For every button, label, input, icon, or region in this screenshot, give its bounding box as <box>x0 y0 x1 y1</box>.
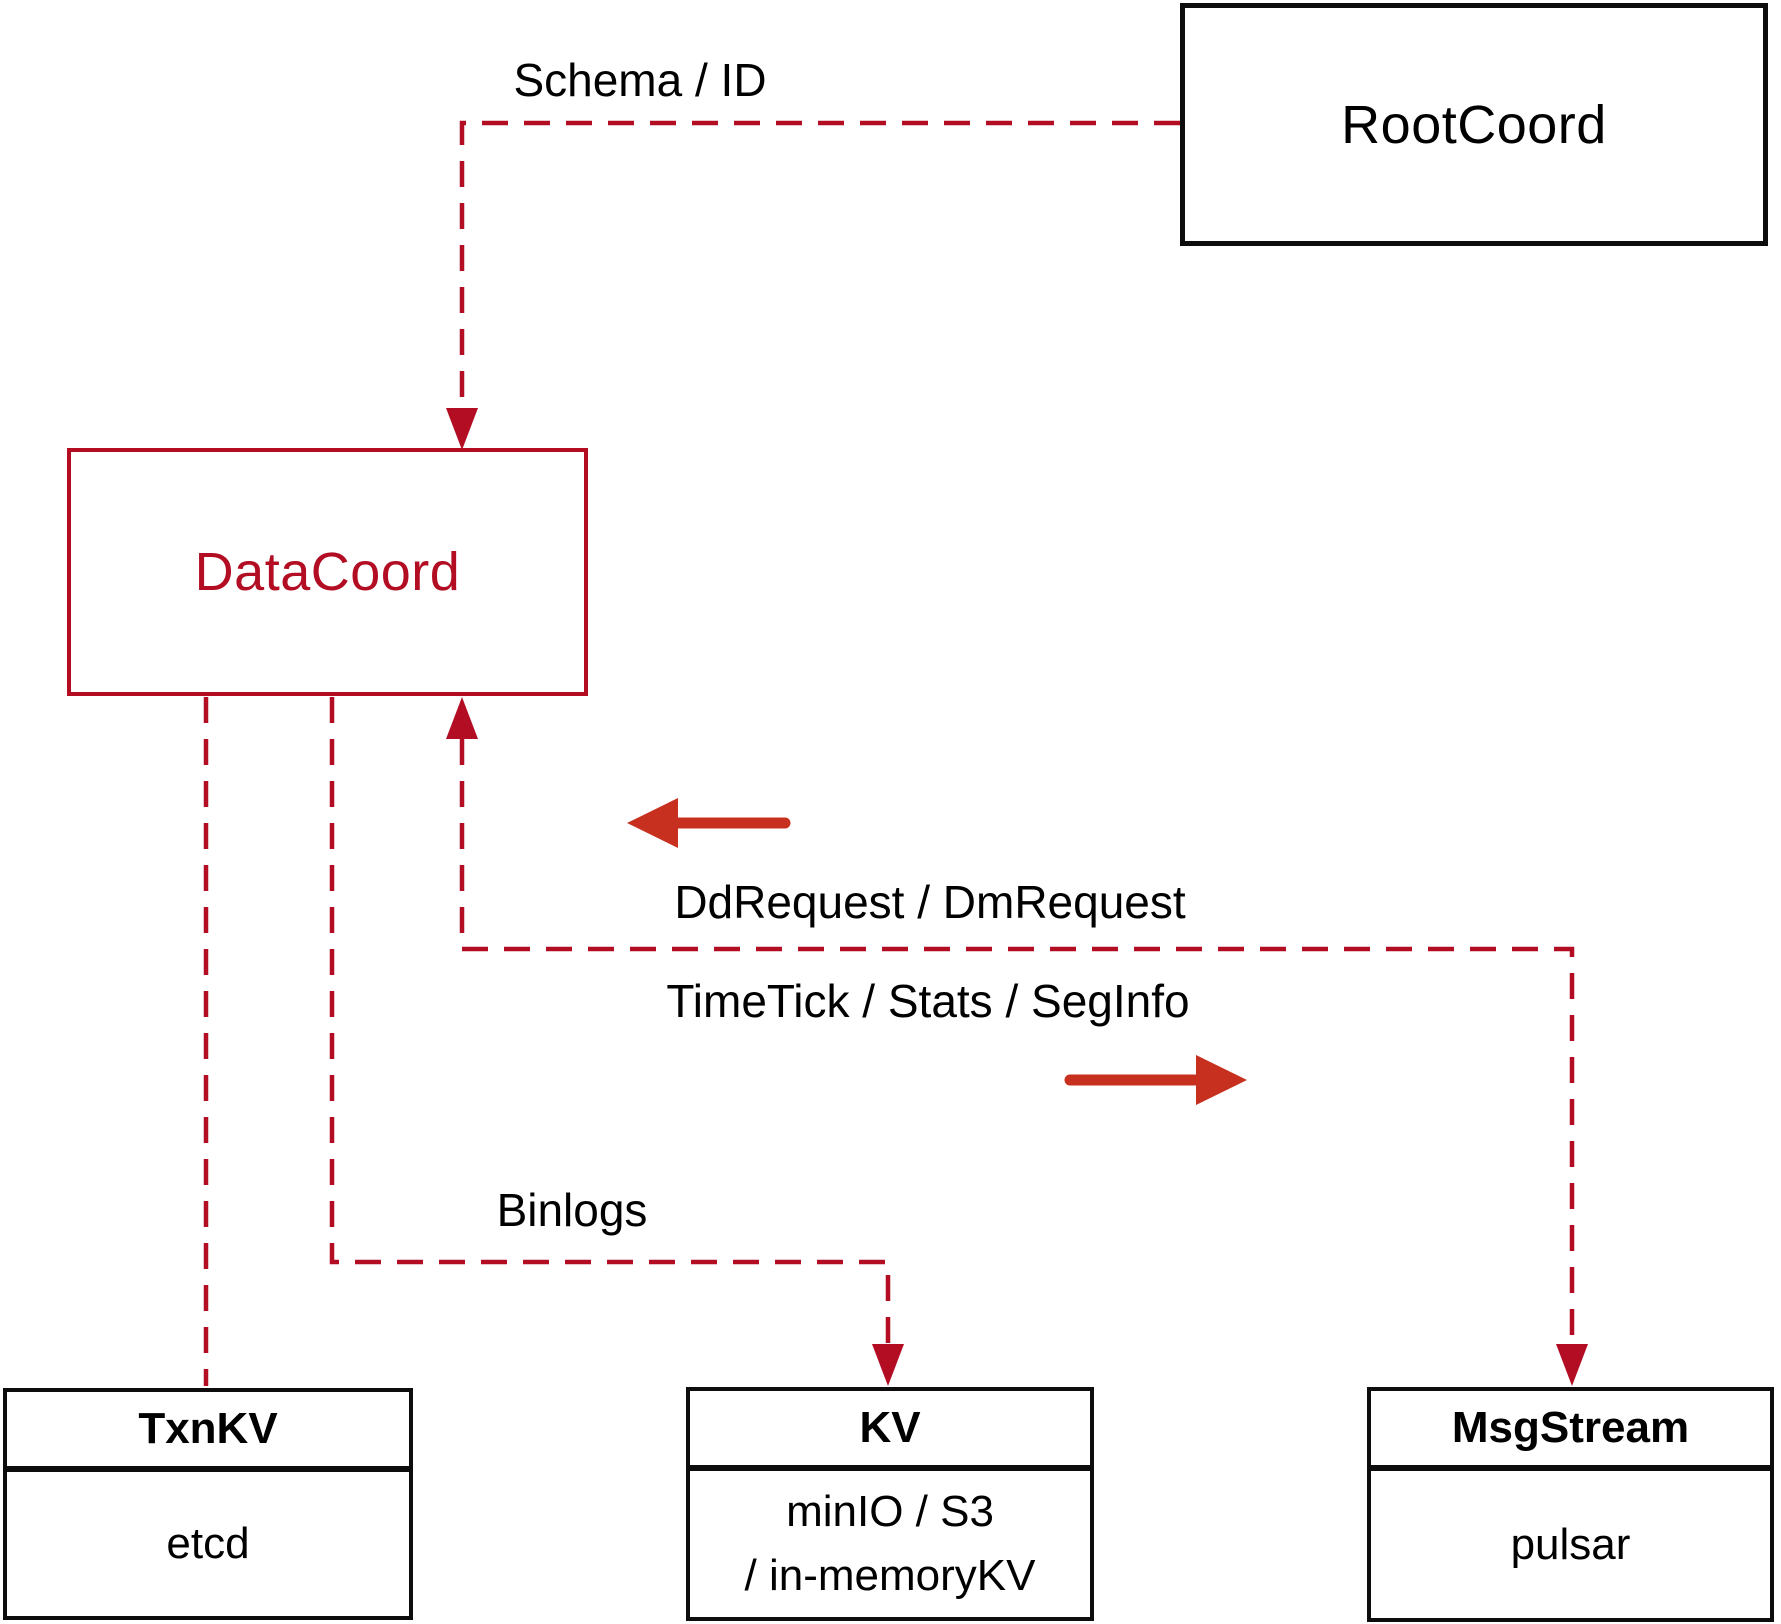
datacoord-msgstream-edge <box>446 697 1588 1386</box>
arrowhead-into-kv-icon <box>872 1344 904 1386</box>
datacoord-label: DataCoord <box>194 542 461 602</box>
kv-title: KV <box>690 1391 1090 1471</box>
kv-node: KV minIO / S3 / in-memoryKV <box>686 1387 1094 1621</box>
edge-label-schema-id: Schema / ID <box>513 54 767 106</box>
msgstream-body: pulsar <box>1371 1471 1770 1618</box>
arrowhead-into-msgstream-icon <box>1556 1344 1588 1386</box>
right-direction-arrow-icon <box>1064 1055 1247 1105</box>
right-arrow-head <box>1196 1055 1247 1105</box>
kv-impl-line1: minIO / S3 <box>786 1487 994 1536</box>
rootcoord-label: RootCoord <box>1341 94 1607 155</box>
schema-id-edge <box>446 120 1180 450</box>
datacoord-node: DataCoord <box>67 448 588 696</box>
binlogs-edge <box>329 697 904 1386</box>
arrowhead-into-datacoord-bottom-icon <box>446 697 478 739</box>
edge-label-timetick: TimeTick / Stats / SegInfo <box>666 975 1190 1027</box>
arrowhead-into-datacoord-top-icon <box>446 408 478 450</box>
left-arrow-head <box>627 798 678 848</box>
txnkv-title: TxnKV <box>7 1392 409 1472</box>
schema-id-dashed-line <box>459 120 1180 408</box>
msgstream-title: MsgStream <box>1371 1391 1770 1471</box>
left-direction-arrow-icon <box>627 798 791 848</box>
datacoord-msgstream-dashed-line <box>459 739 1575 1344</box>
msgstream-impl-label: pulsar <box>1510 1519 1631 1569</box>
edge-label-ddrequest: DdRequest / DmRequest <box>674 876 1186 928</box>
msgstream-node: MsgStream pulsar <box>1367 1387 1774 1622</box>
kv-body: minIO / S3 / in-memoryKV <box>690 1471 1090 1617</box>
edge-label-binlogs: Binlogs <box>496 1184 648 1236</box>
txnkv-body: etcd <box>7 1472 409 1616</box>
rootcoord-node: RootCoord <box>1180 3 1768 246</box>
binlogs-dashed-line <box>329 697 891 1344</box>
txnkv-node: TxnKV etcd <box>3 1388 413 1620</box>
kv-impl-line2: / in-memoryKV <box>744 1551 1036 1600</box>
txnkv-impl-label: etcd <box>166 1519 250 1568</box>
